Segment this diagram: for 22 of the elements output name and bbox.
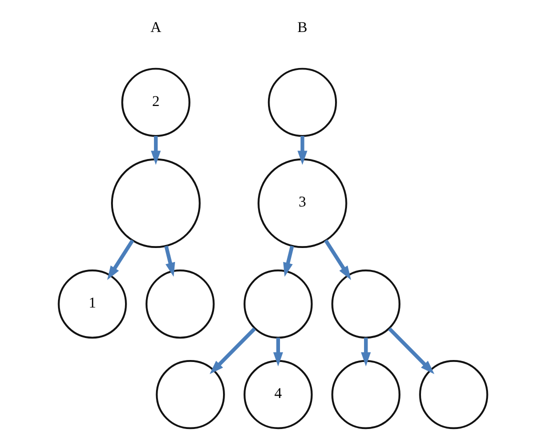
arrow — [296, 136, 307, 165]
label: B — [296, 20, 307, 36]
node-circle: 3 — [257, 158, 347, 248]
node-circle — [243, 269, 312, 339]
node-circle — [330, 269, 400, 339]
node-circle: 2 — [120, 68, 190, 137]
arrow — [324, 239, 351, 280]
arrow — [164, 246, 175, 277]
arrow — [282, 246, 294, 277]
node-circle — [145, 269, 214, 339]
node-circle — [267, 68, 336, 137]
arrow — [272, 338, 283, 366]
label: A — [150, 20, 161, 36]
arrow — [360, 338, 370, 366]
node-circle: 1 — [57, 269, 126, 339]
arrow — [209, 327, 256, 374]
arrow — [388, 327, 434, 374]
node-circle — [110, 158, 200, 248]
arrow — [150, 136, 160, 165]
node-circle — [330, 360, 400, 430]
node-circle: 4 — [243, 360, 312, 430]
arrow — [106, 239, 134, 280]
